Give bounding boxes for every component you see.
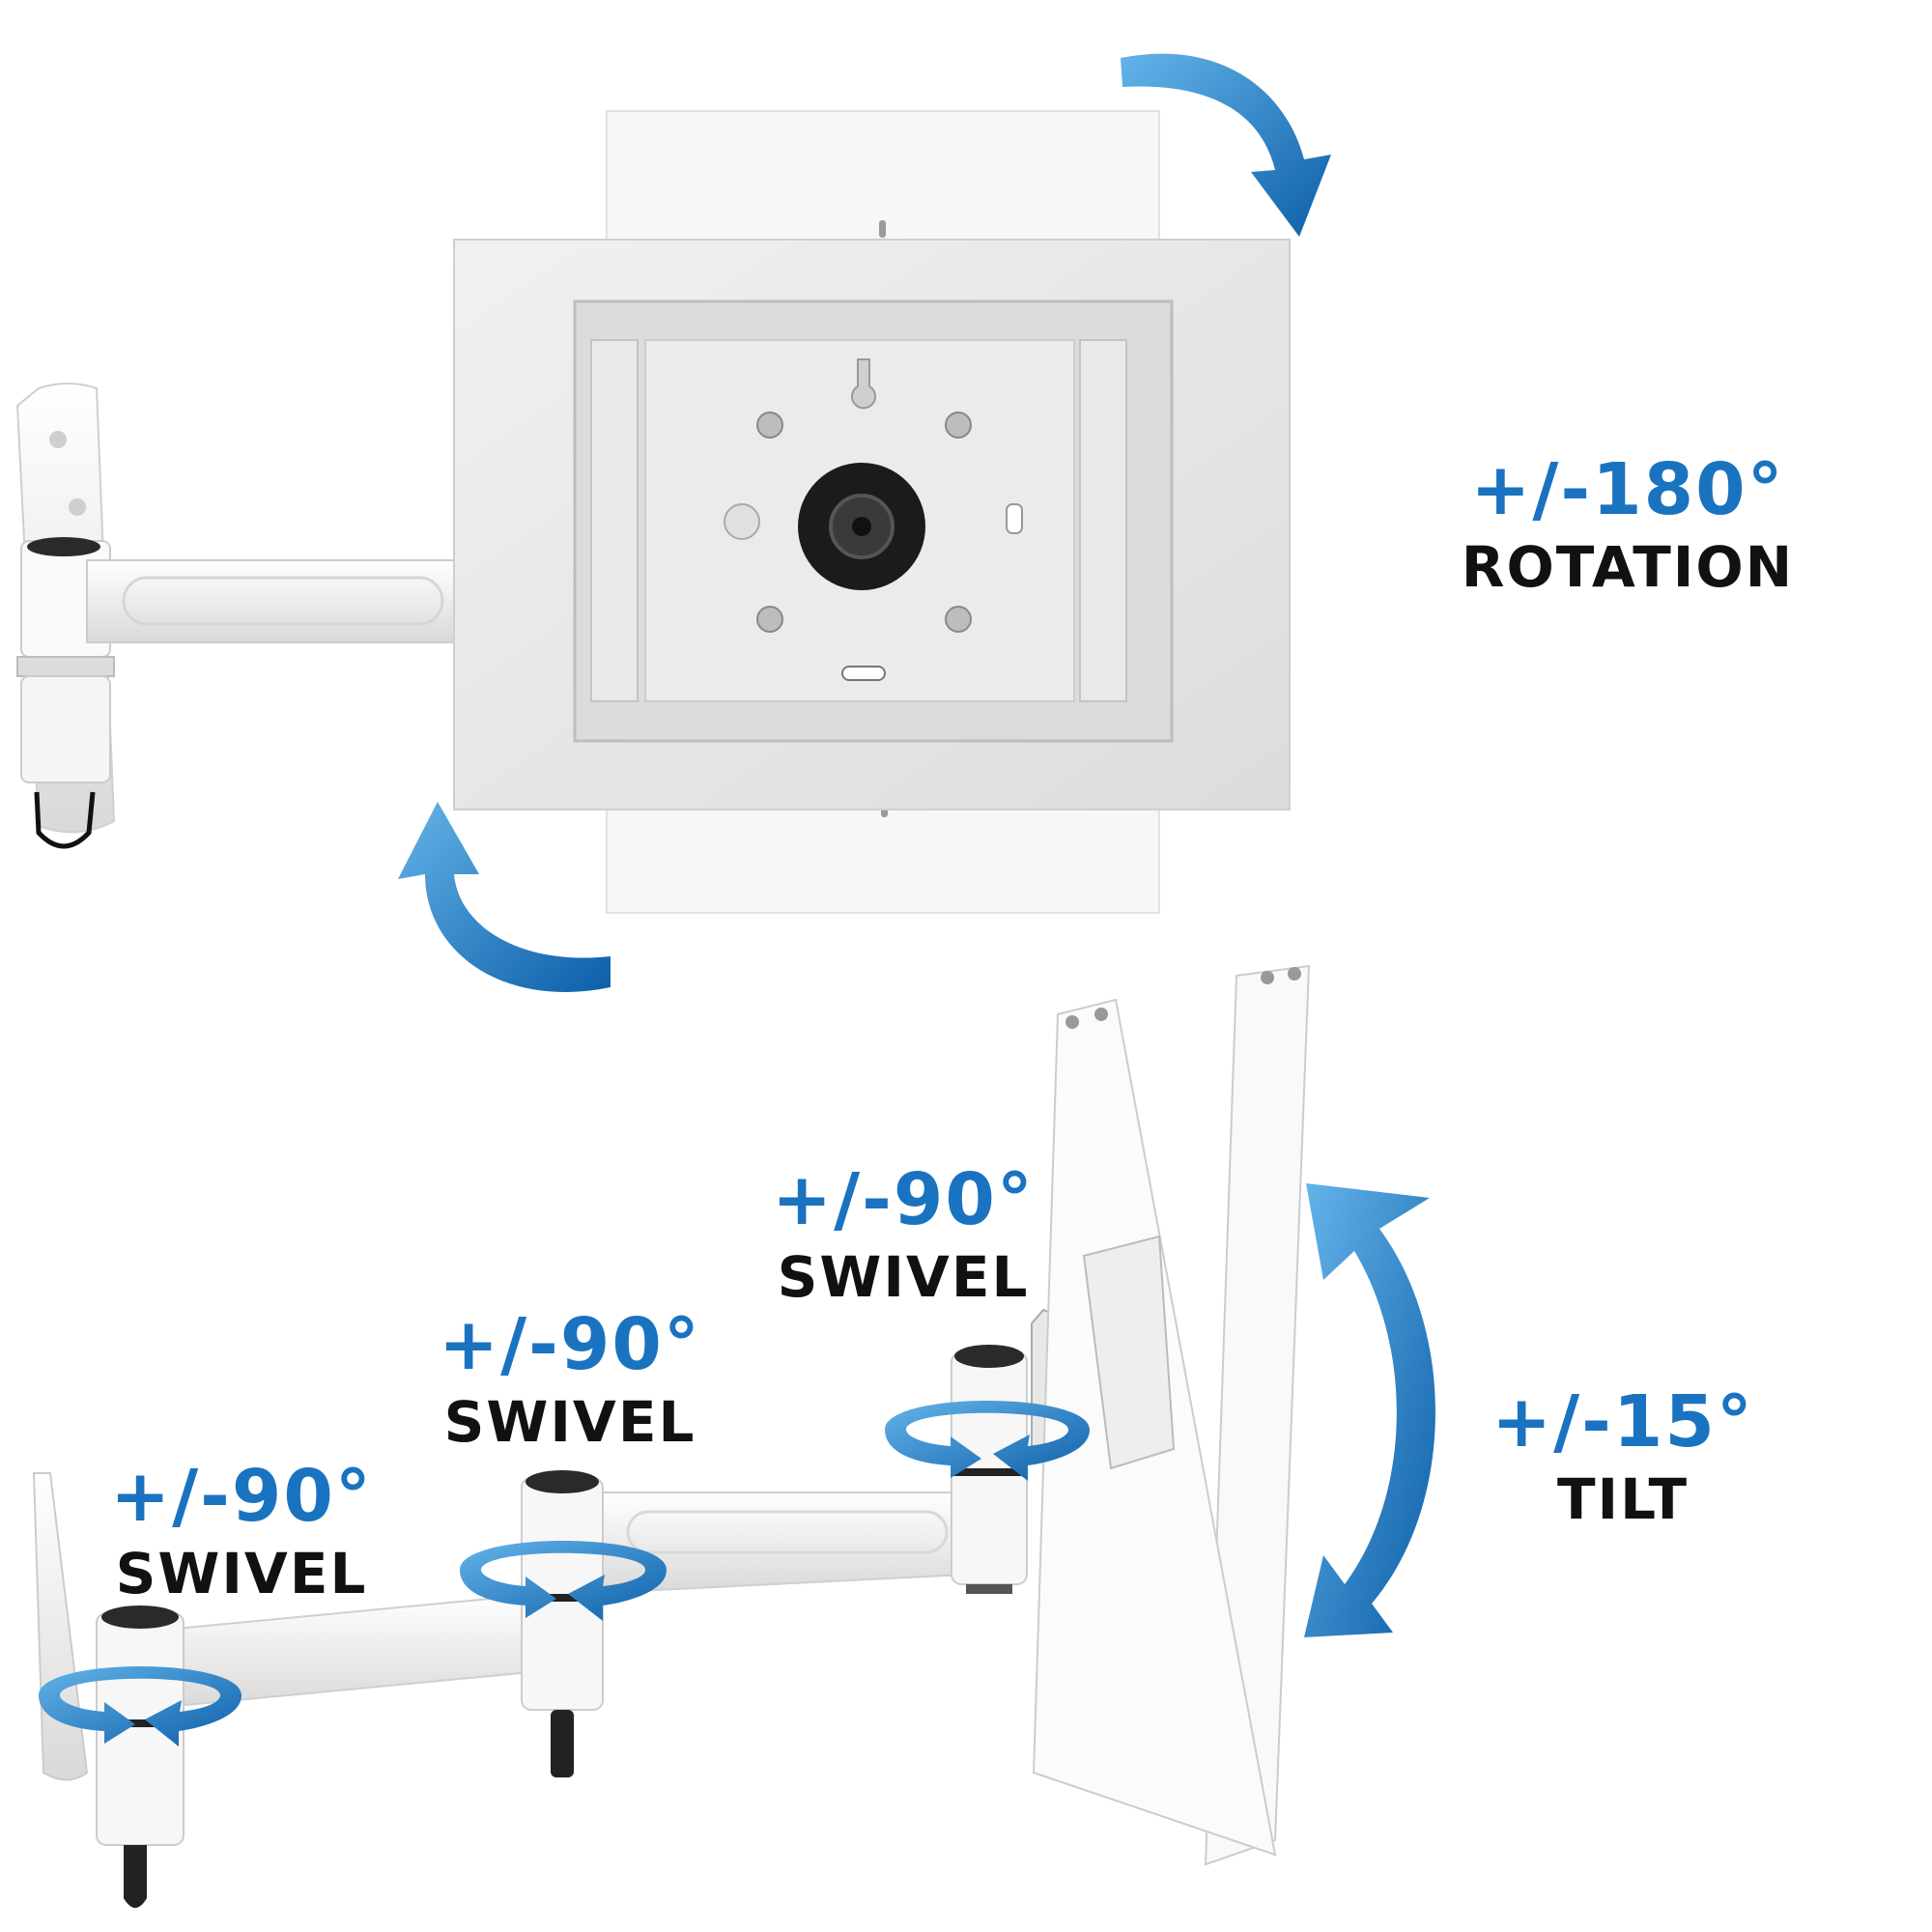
rotation-label: +/-180° ROTATION [1462, 454, 1794, 595]
rotation-name: ROTATION [1461, 534, 1795, 600]
swivel-degrees: +/-90° [439, 1303, 701, 1386]
swivel-arrow-icon [885, 1401, 1090, 1481]
swivel-arrow-icon [39, 1666, 242, 1747]
swivel-degrees: +/-90° [772, 1158, 1035, 1241]
side-wall-plate [32, 1472, 89, 1781]
swivel-label-1: +/-90° SWIVEL [110, 1461, 373, 1602]
swivel-label-2: +/-90° SWIVEL [439, 1309, 701, 1450]
rotation-degrees: +/-180° [1470, 448, 1785, 531]
rotation-arrow-icon [1121, 53, 1331, 238]
swivel-arrow-icon [460, 1541, 667, 1621]
tilt-degrees: +/-15° [1492, 1380, 1754, 1463]
swivel-degrees: +/-90° [110, 1455, 373, 1538]
tilt-name: TILT [1556, 1466, 1690, 1532]
swivel-label-3: +/-90° SWIVEL [772, 1164, 1035, 1305]
swivel-name: SWIVEL [443, 1389, 696, 1455]
front-view-mount [15, 53, 1331, 992]
tilt-label: +/-15° TILT [1492, 1386, 1754, 1527]
swivel-name: SWIVEL [115, 1541, 368, 1606]
swivel-name: SWIVEL [777, 1244, 1030, 1310]
tilt-arrow-icon [1304, 1183, 1435, 1637]
rotation-arrow-icon [398, 802, 611, 992]
side-view-mount [32, 964, 1435, 1908]
front-arm [86, 559, 455, 643]
